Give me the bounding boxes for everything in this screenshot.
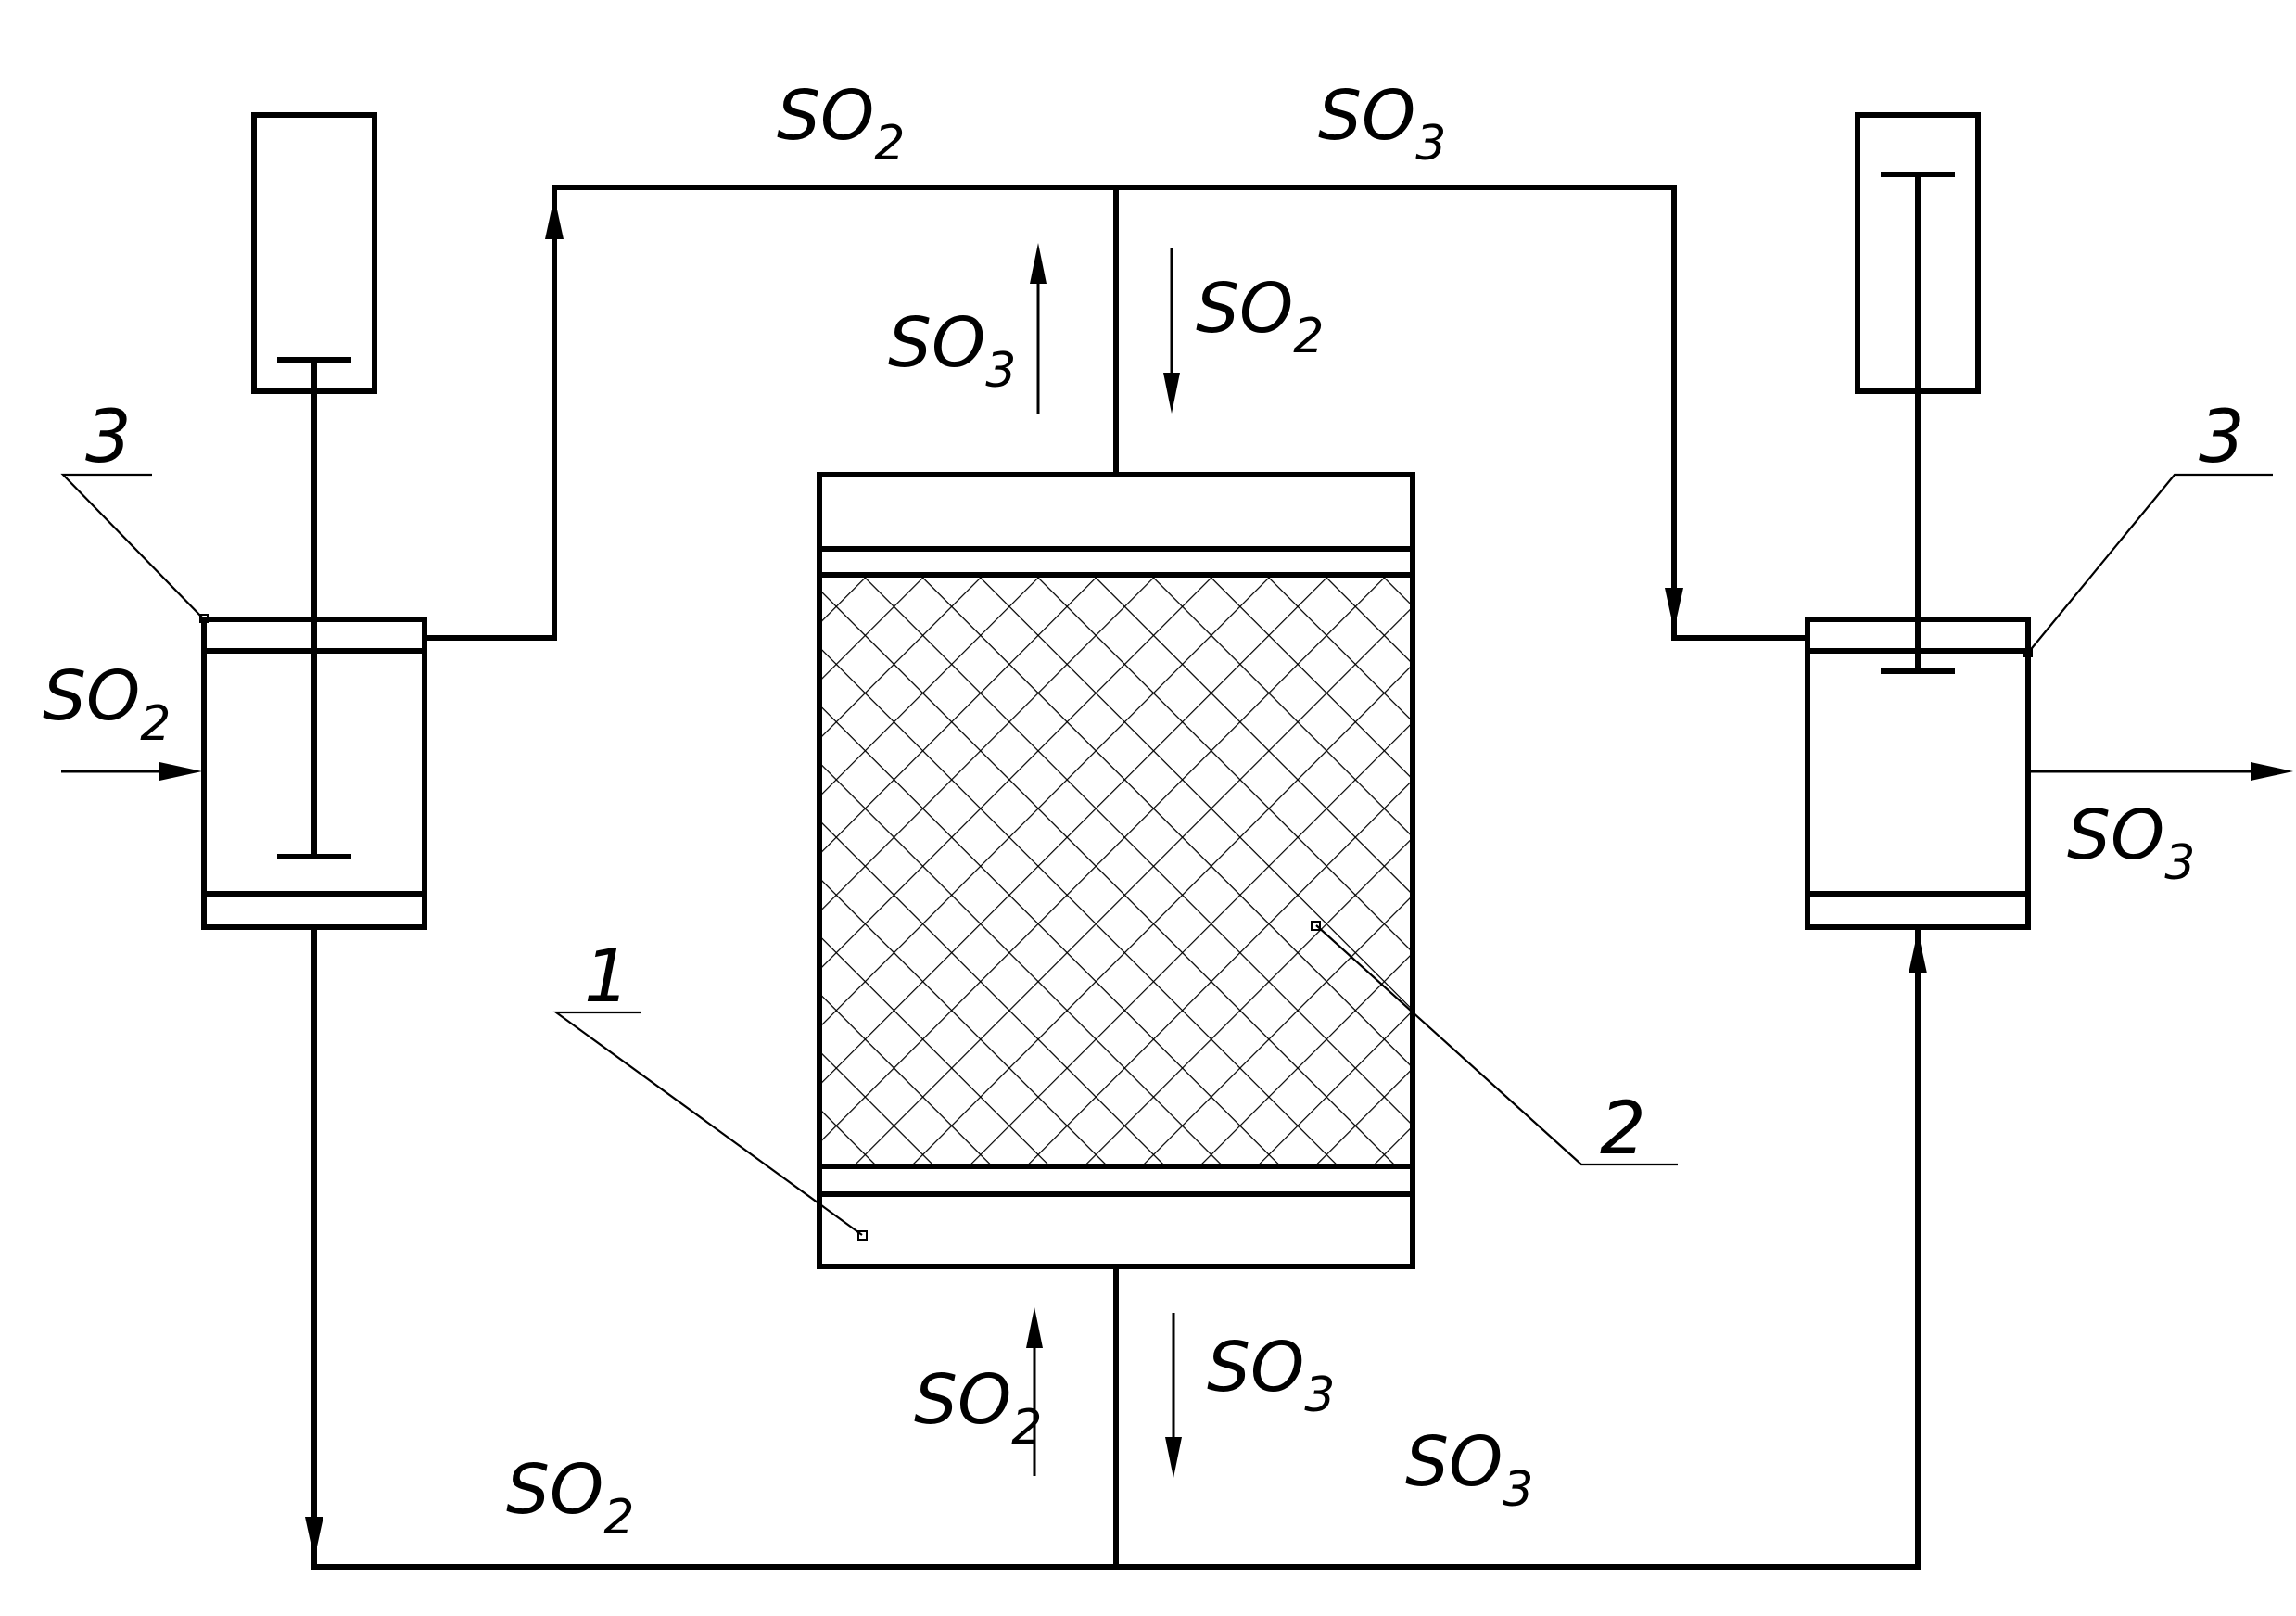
flow-labels: SO2 SO3 SO3 SO2 SO2 SO3 SO2 SO3 SO2 SO3 xyxy=(43,76,2195,1546)
label-bottom-up-arrow: SO2 xyxy=(914,1360,1042,1456)
leader-3-left xyxy=(60,473,205,620)
label-right-outlet: SO3 xyxy=(2067,795,2195,891)
label-top-left-pipe: SO2 xyxy=(777,76,905,172)
left-valve xyxy=(201,112,427,930)
arrow-down-left-return xyxy=(305,1517,323,1559)
callout-leaders xyxy=(60,473,2273,1241)
arrow-down-right-drop xyxy=(1665,588,1683,630)
callout-3-left: 3 xyxy=(85,396,132,479)
arrow-up-left-riser xyxy=(545,197,564,239)
right-valve xyxy=(1805,112,2031,930)
callout-2: 2 xyxy=(1600,1088,1646,1171)
label-top-up-arrow: SO3 xyxy=(888,303,1016,399)
arrow-up-right-return xyxy=(1909,931,1927,973)
arrow-inlet xyxy=(159,762,202,781)
flow-indicators xyxy=(1026,243,1182,1478)
reactor xyxy=(817,472,1415,1269)
callout-3-right: 3 xyxy=(2199,396,2245,479)
arrow-outlet xyxy=(2251,762,2293,781)
leader-1 xyxy=(552,1011,863,1236)
label-top-down-arrow: SO2 xyxy=(1196,269,1324,364)
leader-3-right xyxy=(2027,473,2273,654)
label-top-right-pipe: SO3 xyxy=(1318,76,1446,172)
piping xyxy=(61,185,2262,1570)
leader-2 xyxy=(1315,924,1678,1166)
left-actuator-housing xyxy=(251,112,377,394)
label-bottom-left-pipe: SO2 xyxy=(506,1450,634,1546)
callout-1: 1 xyxy=(584,935,630,1019)
label-bottom-down-arrow: SO3 xyxy=(1207,1328,1335,1423)
label-bottom-right-pipe: SO3 xyxy=(1405,1422,1533,1518)
catalyst-bed-hatching xyxy=(819,575,1413,1166)
flow-arrowheads xyxy=(159,197,2293,1559)
label-left-inlet: SO2 xyxy=(43,656,171,752)
callout-numbers: 3 3 1 2 xyxy=(85,396,2245,1171)
